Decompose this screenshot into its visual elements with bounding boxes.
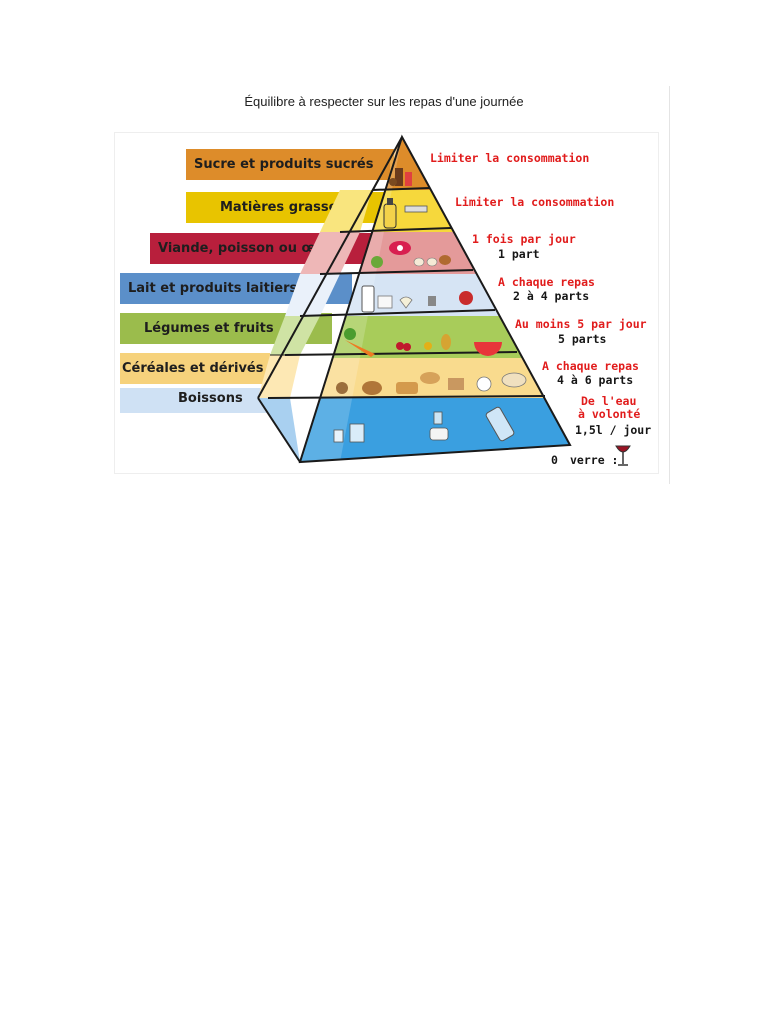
advice-graisses: Limiter la consommation [455,195,615,209]
portion-cereales: 4 à 6 parts [557,373,634,387]
portion-legumes: 5 parts [558,332,607,346]
label-sucre: Sucre et produits sucrés [186,149,394,180]
advice-cereales: A chaque repas [542,359,639,373]
sweets-icon [389,168,412,186]
label-viande-text: Viande, poisson ou œuf [158,241,331,256]
pyramid-outline [257,134,572,464]
advice-sucre: Limiter la consommation [430,151,590,165]
page-divider [669,86,670,484]
advice-viande: 1 fois par jour [472,232,576,246]
wine-glass-icon [615,445,631,466]
label-boissons-text: Boissons [178,391,243,406]
label-laitiers-text: Lait et produits laitiers [128,281,298,296]
portion-boissons: 1,5l / jour [575,423,652,437]
advice-boissons: De l'eau [581,394,637,408]
diagram-title: Équilibre à respecter sur les repas d'un… [244,94,524,109]
alcohol-count: 0 [551,453,558,467]
label-cereales: Céréales et dérivés [120,353,270,384]
label-sucre-text: Sucre et produits sucrés [194,157,374,172]
advice-boissons-2: à volonté [578,407,641,421]
bread-icon [336,372,527,395]
label-cereales-text: Céréales et dérivés [122,361,264,376]
advice-legumes: Au moins 5 par jour [515,317,647,331]
label-legumes-text: Légumes et fruits [144,321,274,336]
advice-laitiers: A chaque repas [498,275,595,289]
oil-bottle-icon [383,198,428,229]
water-bottle-icon [333,406,515,443]
meat-icon [371,241,451,268]
milk-bottle-icon [361,285,473,313]
vegetables-icon [344,328,502,357]
portion-laitiers: 2 à 4 parts [513,289,590,303]
alcohol-unit: verre : [570,453,619,467]
portion-viande: 1 part [498,247,540,261]
label-graisses-text: Matières grasses [220,200,346,215]
